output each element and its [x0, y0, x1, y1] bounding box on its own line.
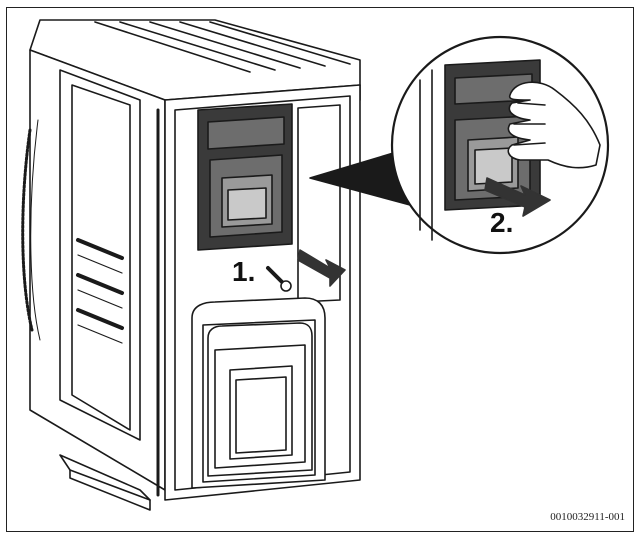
upper-cover — [197, 103, 293, 251]
arrow-icon-step2 — [484, 177, 551, 217]
arrow-icon-step1 — [297, 249, 346, 287]
unit-feet — [59, 454, 151, 511]
screw-icon — [266, 266, 292, 292]
step-1-label: 1. — [232, 256, 256, 287]
step-2-label: 2. — [490, 207, 514, 238]
figure-id: 0010032911-001 — [550, 511, 625, 523]
hand-icon — [507, 81, 601, 169]
unit-left-side — [21, 49, 166, 491]
lower-cover — [207, 322, 313, 477]
